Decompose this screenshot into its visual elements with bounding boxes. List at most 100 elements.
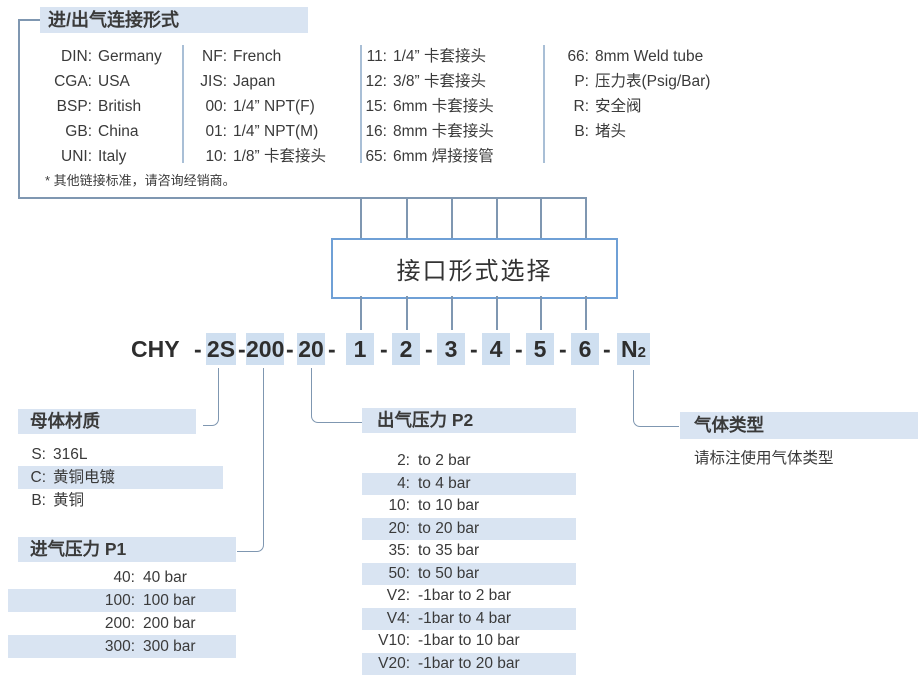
outlet-pressure-row: V10:-1bar to 10 bar — [362, 630, 576, 653]
connection-value: Italy — [98, 148, 127, 165]
code-segment-inlet-pressure: 200 — [246, 333, 284, 365]
interface-line-4 — [496, 197, 498, 238]
connection-column-standards: DIN:Germany CGA:USA BSP:British GB:China… — [40, 44, 162, 169]
interface-line-2 — [406, 197, 408, 238]
code-dash: - — [328, 336, 336, 362]
connection-value: 1/4” NPT(F) — [233, 98, 315, 115]
option-key: B: — [31, 492, 46, 509]
connection-key: 66: — [567, 48, 589, 65]
connection-value: 1/8” 卡套接头 — [233, 148, 327, 165]
option-value: 100 bar — [143, 592, 196, 609]
code-segment-material: 2S — [206, 333, 236, 365]
option-key: 40: — [113, 569, 135, 586]
option-key: V4: — [386, 609, 410, 627]
inlet-pressure-row: 300:300 bar — [8, 635, 236, 658]
connection-key: NF: — [202, 48, 227, 65]
code-dash: - — [515, 336, 523, 362]
outlet-pressure-row: 35:to 35 bar — [362, 540, 576, 563]
option-value: -1bar to 10 bar — [418, 632, 520, 649]
option-key: 200: — [104, 615, 135, 632]
connection-value: Japan — [233, 73, 276, 90]
connection-row: 66: 8mm Weld tube — [556, 44, 710, 69]
option-value: 黄铜 — [53, 492, 85, 509]
connection-key: GB: — [65, 123, 92, 140]
option-value: 黄铜电镀 — [53, 469, 116, 486]
connection-key: DIN: — [61, 48, 92, 65]
connection-column-fittings: 11:1/4” 卡套接头 12:3/8” 卡套接头 15:6mm 卡套接头 16… — [363, 44, 494, 169]
code-segment-port-6: 6 — [571, 333, 599, 365]
column-separator — [543, 45, 545, 163]
code-dash: - — [194, 336, 202, 362]
code-dash: - — [425, 336, 433, 362]
interface-line-5 — [540, 197, 542, 238]
option-key: 35: — [388, 542, 410, 559]
connection-row: BSP:British — [40, 94, 162, 119]
outlet-pressure-row: V20:-1bar to 20 bar — [362, 652, 576, 675]
connection-key: 00: — [205, 98, 227, 115]
code-segment-port-2: 2 — [392, 333, 420, 365]
connection-key: 16: — [365, 123, 387, 140]
code-gas-subscript: 2 — [637, 344, 646, 361]
option-value: -1bar to 2 bar — [418, 587, 512, 604]
connection-row: 01:1/4” NPT(M) — [195, 119, 326, 144]
connection-key: B: — [574, 123, 589, 140]
code-dash: - — [238, 336, 246, 362]
connection-row: 11: 1/4” 卡套接头 — [363, 44, 494, 69]
outlet-pressure-row: 10:to 10 bar — [362, 495, 576, 518]
outlet-pressure-row: V4: -1bar to 4 bar — [362, 607, 576, 630]
connection-row: DIN: Germany — [40, 44, 162, 69]
inlet-pressure-row: 100: 100 bar — [8, 589, 236, 612]
connector-gas-type — [633, 370, 679, 427]
inlet-pressure-row: 200:200 bar — [8, 612, 236, 635]
code-dash: - — [559, 336, 567, 362]
connection-key: R: — [573, 98, 590, 115]
connection-key: 65: — [365, 148, 387, 165]
code-prefix: CHY — [131, 336, 180, 362]
code-dash: - — [603, 336, 611, 362]
connector-outlet-pressure — [311, 368, 362, 423]
connector-material — [203, 368, 219, 426]
option-key: 100: — [104, 592, 135, 609]
gas-type-note: 请标注使用气体类型 — [694, 450, 834, 467]
connection-value: USA — [98, 73, 130, 90]
connection-key: 10: — [205, 148, 227, 165]
connector-inlet-pressure — [237, 368, 264, 552]
code-segment-outlet-pressure: 20 — [297, 333, 325, 365]
code-dash: - — [470, 336, 478, 362]
connection-value: 8mm Weld tube — [595, 48, 704, 65]
outlet-pressure-row: 4:to 4 bar — [362, 472, 576, 495]
option-value: 40 bar — [143, 569, 187, 586]
code-segment-gas: N2 — [617, 333, 650, 365]
option-key: 4: — [397, 474, 410, 492]
outlet-pressure-list: 2:to 2 bar 4:to 4 bar 10:to 10 bar 20:to… — [362, 450, 576, 675]
connection-value: 1/4” 卡套接头 — [393, 48, 487, 65]
option-value: 300 bar — [143, 638, 196, 655]
code-segment-port-5: 5 — [526, 333, 554, 365]
connection-row: UNI:Italy — [40, 144, 162, 169]
outlet-pressure-title: 出气压力 P2 — [362, 408, 576, 433]
column-separator — [360, 45, 362, 163]
connection-section-title: 进/出气连接形式 — [40, 7, 308, 33]
code-dash: - — [286, 336, 294, 362]
connector-top-horizontal-line — [18, 197, 587, 199]
connection-row: P:压力表(Psig/Bar) — [556, 69, 710, 94]
connection-value: 安全阀 — [595, 98, 642, 115]
interface-line-1b — [360, 296, 362, 330]
connection-key: 01: — [205, 123, 227, 140]
interface-selection-box: 接口形式选择 — [331, 238, 618, 299]
connection-key: 15: — [365, 98, 387, 115]
connection-key: P: — [574, 73, 589, 90]
option-value: to 50 bar — [418, 564, 480, 582]
connection-row: 15:6mm 卡套接头 — [363, 94, 493, 119]
connection-row: 00: 1/4” NPT(F) — [195, 94, 326, 119]
connection-key: 11: — [366, 48, 387, 65]
outlet-pressure-row: 50:to 50 bar — [362, 562, 576, 585]
outlet-pressure-row: 20:to 20 bar — [362, 517, 576, 540]
inlet-pressure-title: 进气压力 P1 — [18, 537, 236, 562]
option-value: 316L — [53, 446, 88, 463]
interface-line-2b — [406, 296, 408, 330]
connection-value: Germany — [98, 48, 162, 65]
outlet-pressure-row: V2:-1bar to 2 bar — [362, 585, 576, 608]
option-value: -1bar to 4 bar — [418, 609, 512, 627]
connection-row: JIS:Japan — [195, 69, 326, 94]
